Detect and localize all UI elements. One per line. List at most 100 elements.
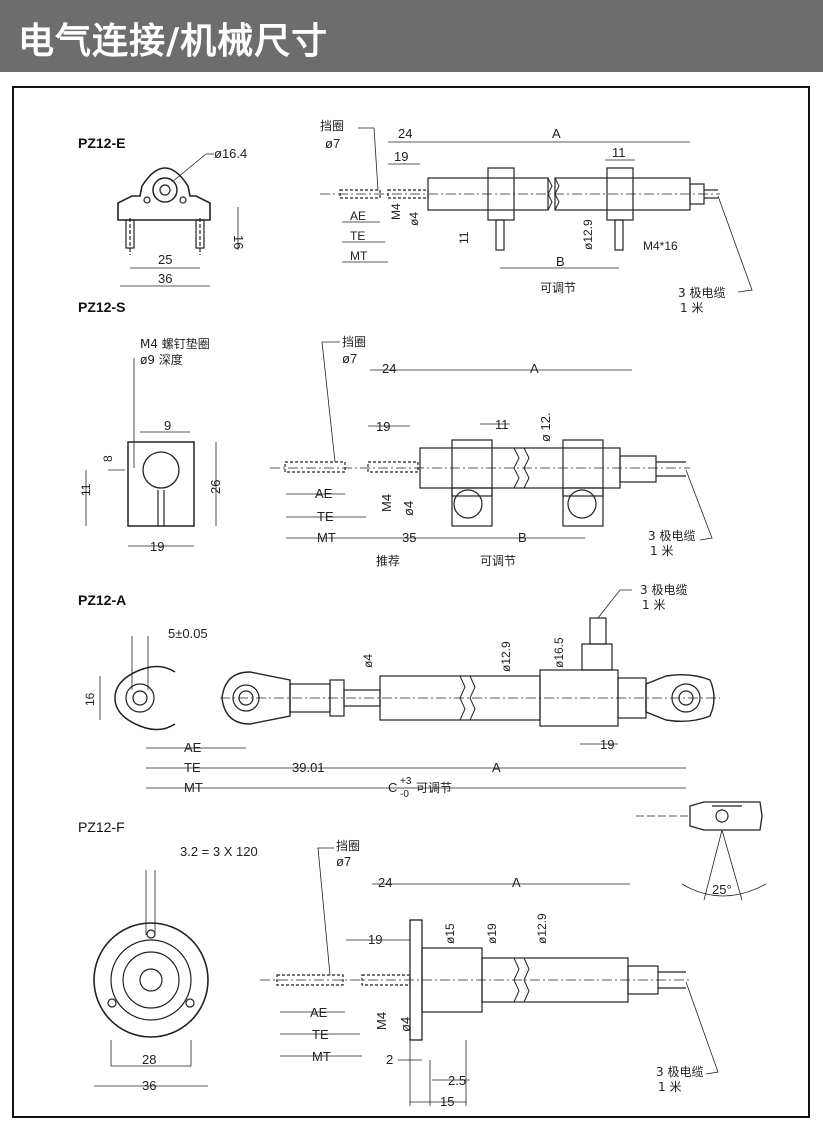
pz12s-screw-depth: ø9 深度: [140, 352, 183, 367]
pz12s-retainer-d: ø7: [342, 351, 357, 366]
pz12a-angle-detail: 25°: [636, 801, 767, 901]
pz12f-cable: 3 极电缆: [656, 1065, 703, 1079]
pz12f-dim-phi19: ø19: [485, 923, 499, 944]
pz12s-cable: 3 极电缆: [648, 529, 695, 543]
pz12s-dim-24: 24: [382, 361, 396, 376]
pz12a-dim-c-plus: +3: [400, 776, 412, 787]
pz12s-dim-a: A: [530, 361, 539, 376]
pz12f-dim-ae: AE: [310, 1005, 328, 1020]
pz12s-retainer: 挡圈: [342, 335, 366, 349]
pz12e-dim-phi16-4: ø16.4: [214, 146, 247, 161]
pz12e-dim-b: B: [556, 254, 565, 269]
pz12f-dim-24: 24: [378, 875, 392, 890]
pz12s-dim-ae: AE: [315, 486, 333, 501]
pz12s-dim-26: 26: [208, 480, 223, 494]
pz12s-dim-m4: M4: [379, 494, 394, 512]
pz12e-dim-phi4: ø4: [407, 212, 421, 226]
pz12a-dim-19: 19: [600, 737, 614, 752]
pz12e-dim-24: 24: [398, 126, 412, 141]
pz12e-dim-m4x16: M4*16: [643, 239, 678, 253]
pz12f-retainer: 挡圈: [336, 839, 360, 853]
pz12f-dim-phi4: ø4: [398, 1017, 413, 1032]
pz12e-retainer: 挡圈: [320, 119, 344, 133]
pz12a-dim-c-minus: -0: [400, 789, 409, 800]
pz12s-dim-b: B: [518, 530, 527, 545]
pz12e-dim-phi12-9: ø12.9: [581, 219, 595, 250]
pz12f-dim-2: 2: [386, 1052, 393, 1067]
pz12s-dim-11: 11: [79, 483, 93, 496]
pz12a-dim-a: A: [492, 760, 501, 775]
pz12s-title: PZ12-S: [78, 299, 125, 315]
pz12a-dim-phi12-9: ø12.9: [499, 641, 513, 672]
pz12e-side-view: 挡圈 ø7 24 A 19 11 AE TE MT M4 ø4 11 ø12.9…: [320, 119, 753, 315]
pz12e-dim-11-top: 11: [612, 145, 626, 160]
header-bar: 电气连接/机械尺寸: [0, 0, 823, 72]
pz12a-cable: 3 极电缆: [640, 583, 687, 597]
pz12e-dim-a: A: [552, 126, 561, 141]
pz12e-section: PZ12-E ø16.4 25 36 16: [78, 119, 753, 315]
pz12e-cable-len: 1 米: [680, 301, 703, 315]
pz12s-dim-19: 19: [150, 539, 164, 554]
pz12a-tol: 5±0.05: [168, 626, 208, 641]
pz12s-end-view: 9 8 11 26 19: [79, 358, 223, 554]
pz12e-dim-11: 11: [457, 231, 471, 244]
pz12f-dim-19: 19: [368, 932, 382, 947]
pz12s-dim-11b: 11: [495, 417, 509, 432]
pz12s-dim-phi12: ø 12.: [538, 412, 553, 442]
pz12s-recommended: 推荐: [376, 554, 400, 568]
pz12e-dim-ae: AE: [350, 209, 366, 223]
pz12e-cable: 3 极电缆: [678, 286, 725, 300]
pz12s-dim-mt: MT: [317, 530, 336, 545]
pz12a-angle: 25°: [712, 882, 732, 897]
pz12a-dim-phi4: ø4: [361, 654, 375, 668]
pz12s-dim-te: TE: [317, 509, 334, 524]
pz12f-dim-m4: M4: [374, 1012, 389, 1030]
pz12s-dim-8: 8: [101, 455, 115, 462]
pz12a-dim-39-01: 39.01: [292, 760, 325, 775]
pz12e-end-view: ø16.4 25 36 16: [117, 146, 247, 287]
pz12s-dim-35: 35: [402, 530, 416, 545]
pz12e-title: PZ12-E: [78, 135, 125, 151]
page-title: 电气连接/机械尺寸: [18, 21, 329, 62]
pz12f-dim-28: 28: [142, 1052, 156, 1067]
pz12a-section: PZ12-A 5±0.05 16: [78, 583, 767, 901]
pz12a-end-view: 5±0.05 16: [83, 626, 208, 731]
pz12f-dim-phi15: ø15: [443, 923, 457, 944]
pz12f-holes: 3.2 = 3 X 120: [180, 844, 258, 859]
pz12e-adjustable: 可调节: [540, 281, 576, 295]
pz12f-dim-2-5: 2.5: [448, 1073, 466, 1088]
pz12f-section: PZ12-F 3.2 = 3 X 120 28 36: [78, 819, 719, 1109]
pz12a-side-view: ø4 ø12.9 ø16.5 3 极电缆 1 米 AE TE MT 39.01 …: [146, 583, 720, 800]
pz12a-dim-ae: AE: [184, 740, 202, 755]
pz12a-dim-c: C: [388, 780, 397, 795]
pz12s-section: PZ12-S M4 螺钉垫圈 ø9 深度 9 8 11 26 19: [78, 299, 713, 568]
pz12f-dim-phi12-9: ø12.9: [535, 913, 549, 944]
pz12e-dim-16: 16: [231, 235, 246, 249]
pz12e-dim-25: 25: [158, 252, 172, 267]
drawing-frame: [12, 86, 810, 1118]
pz12s-dim-19b: 19: [376, 419, 390, 434]
pz12f-dim-a: A: [512, 875, 521, 890]
pz12s-adjustable: 可调节: [480, 554, 516, 568]
pz12a-dim-te: TE: [184, 760, 201, 775]
pz12s-side-view: 挡圈 ø7 24 A 19 11 ø 12. AE TE MT M4 ø4 35…: [270, 335, 713, 568]
pz12e-dim-mt: MT: [350, 249, 368, 263]
pz12s-screw: M4 螺钉垫圈: [140, 336, 210, 351]
pz12f-dim-15: 15: [440, 1094, 454, 1109]
pz12f-dim-mt: MT: [312, 1049, 331, 1064]
pz12a-adjustable: 可调节: [416, 781, 452, 795]
pz12f-side-view: 挡圈 ø7 24 A 19 ø15 ø19 ø12.9 AE TE MT M4 …: [260, 839, 719, 1109]
pz12a-cable-len: 1 米: [642, 598, 665, 612]
pz12s-cable-len: 1 米: [650, 544, 673, 558]
pz12a-title: PZ12-A: [78, 592, 126, 608]
pz12e-dim-36: 36: [158, 271, 172, 286]
pz12e-retainer-d: ø7: [325, 136, 340, 151]
pz12a-dim-mt: MT: [184, 780, 203, 795]
pz12s-dim-phi4: ø4: [401, 501, 416, 516]
pz12f-end-view: 28 36: [93, 870, 209, 1093]
pz12a-dim-16: 16: [83, 692, 97, 706]
pz12f-dim-te: TE: [312, 1027, 329, 1042]
pz12s-dim-9: 9: [164, 418, 171, 433]
pz12e-dim-m4: M4: [389, 203, 403, 220]
